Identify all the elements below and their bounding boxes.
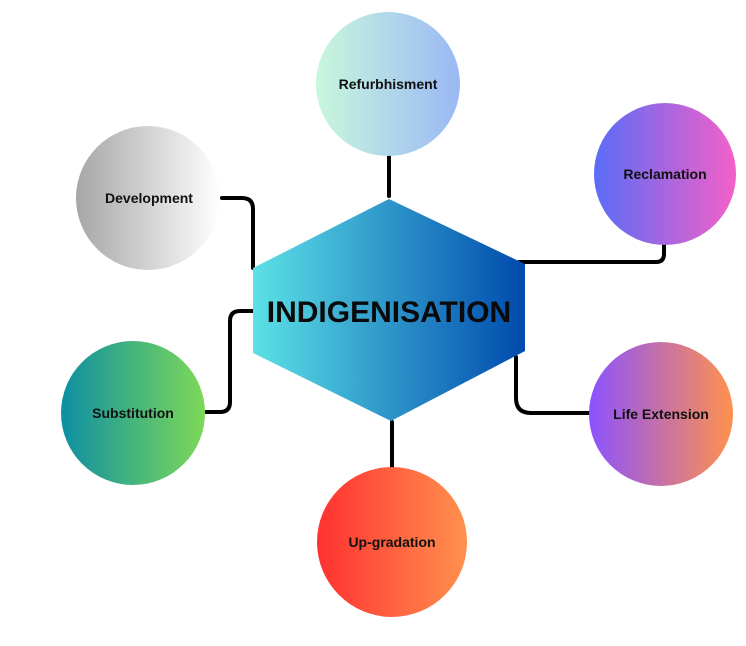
center-hexagon [253, 199, 525, 421]
node-label: Reclamation [623, 166, 706, 182]
connectors [204, 154, 666, 470]
node-circle [589, 342, 733, 486]
node-substitution: Substitution [61, 341, 205, 485]
node-circle [61, 341, 205, 485]
node-refurbhisment: Refurbhisment [316, 12, 460, 156]
node-development: Development [76, 126, 220, 270]
node-label: Substitution [92, 405, 174, 421]
node-circle [76, 126, 220, 270]
node-up-gradation: Up-gradation [317, 467, 467, 617]
node-label: Life Extension [613, 406, 709, 422]
node-label: Development [105, 190, 193, 206]
node-label: Up-gradation [348, 534, 435, 550]
connector-reclamation [517, 242, 666, 264]
node-circle [317, 467, 467, 617]
connector-substitution [204, 309, 257, 414]
center-title: INDIGENISATION [267, 296, 511, 329]
node-label: Refurbhisment [339, 76, 438, 92]
node-circle [316, 12, 460, 156]
connector-development [220, 196, 255, 270]
node-reclamation: Reclamation [594, 103, 736, 245]
node-life-extension: Life Extension [589, 342, 733, 486]
node-circle [594, 103, 736, 245]
center-node: INDIGENISATION [253, 199, 525, 421]
connector-life-extension [514, 355, 592, 415]
